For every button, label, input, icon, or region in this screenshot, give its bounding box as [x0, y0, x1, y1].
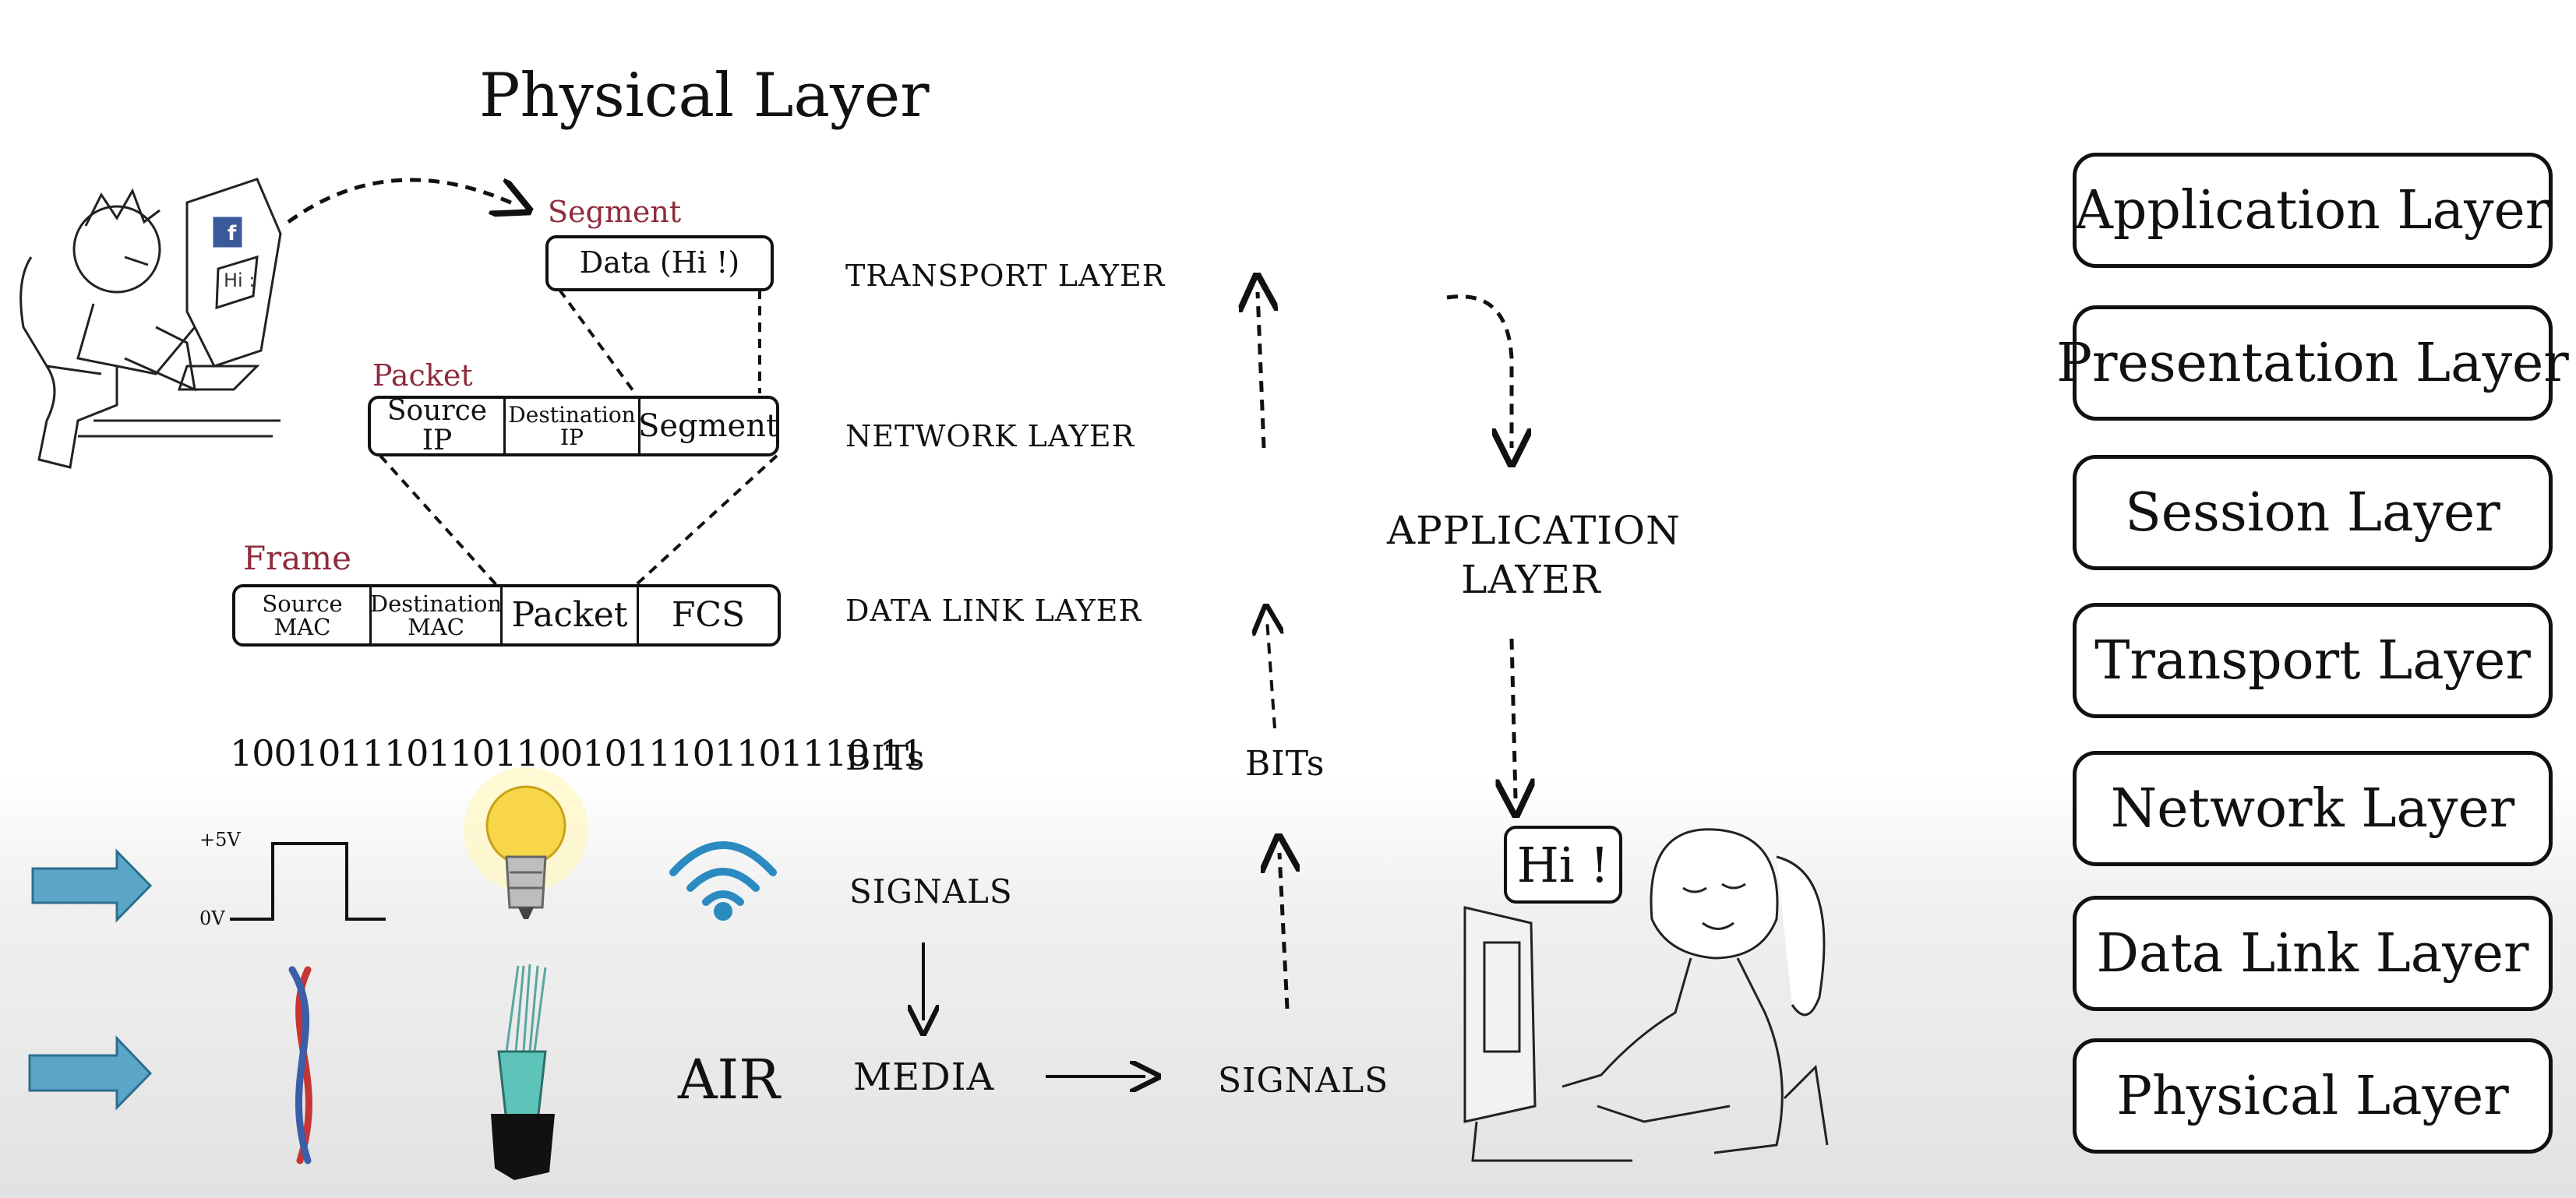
right-arrow-icon [28, 848, 153, 1111]
page-title: Physical Layer [479, 61, 930, 131]
network-layer-label: NETWORK LAYER [845, 419, 1135, 453]
packet-label: Packet [372, 358, 473, 393]
segment-cell: Segment [638, 399, 778, 453]
sender-to-segment-arrow [287, 178, 514, 224]
destination-mac-cell: Destination MAC [369, 587, 502, 643]
source-mac-cell: Source MAC [262, 590, 343, 640]
fiber-optic-cable-icon [491, 964, 555, 1180]
data-link-layer-label: DATA LINK LAYER [845, 594, 1142, 628]
destination-ip-cell: Destination IP [503, 399, 638, 453]
voltage-signal-wave [230, 842, 386, 921]
source-ip-cell: Source IP [386, 395, 488, 456]
encapsulation-lines [379, 288, 778, 587]
bit-stream: 10010111011011001011101101110 11 [230, 732, 924, 774]
packet-box: Source IP Destination IP Segment [368, 396, 779, 456]
osi-network-layer: Network Layer [2073, 751, 2553, 866]
receiver-signals-label: SIGNALS [1218, 1061, 1389, 1101]
voltage-high-label: +5V [199, 829, 241, 851]
osi-transport-layer: Transport Layer [2073, 603, 2553, 718]
osi-presentation-layer: Presentation Layer [2056, 305, 2569, 421]
frame-label: Frame [243, 539, 351, 577]
osi-physical-layer: Physical Layer [2073, 1038, 2553, 1154]
woman-at-computer-icon [1463, 828, 1829, 1162]
segment-label: Segment [548, 195, 682, 229]
signals-label: SIGNALS [849, 872, 1013, 911]
frame-box: Source MAC Destination MAC Packet FCS [232, 584, 781, 647]
packet-cell: Packet [500, 587, 637, 643]
osi-data-link-layer: Data Link Layer [2073, 896, 2553, 1011]
lightbulb-icon [464, 767, 588, 919]
bits-label: BITs [845, 738, 926, 778]
twisted-pair-cable-icon [288, 966, 312, 1165]
speech-bubble: Hi ! [1504, 826, 1622, 904]
transport-layer-label: TRANSPORT LAYER [845, 259, 1166, 293]
voltage-low-label: 0V [199, 907, 225, 929]
application-layer-label: APPLICATION LAYER [1387, 508, 1681, 602]
receiver-bits-label: BITs [1245, 744, 1325, 784]
wifi-icon [669, 841, 777, 921]
air-label: AIR [678, 1048, 780, 1112]
screen-text: Hi : [224, 270, 255, 291]
media-label: MEDIA [853, 1055, 995, 1099]
receiver-down-arrows [1446, 294, 1516, 798]
segment-data-cell: Data (Hi !) [579, 245, 740, 280]
fcs-cell: FCS [637, 587, 778, 643]
osi-session-layer: Session Layer [2073, 455, 2553, 570]
receiver-up-arrows [1258, 292, 1287, 1009]
person-at-computer-icon [19, 178, 282, 469]
facebook-icon: f [228, 222, 237, 245]
segment-box: Data (Hi !) [545, 235, 774, 291]
osi-application-layer: Application Layer [2073, 153, 2553, 268]
